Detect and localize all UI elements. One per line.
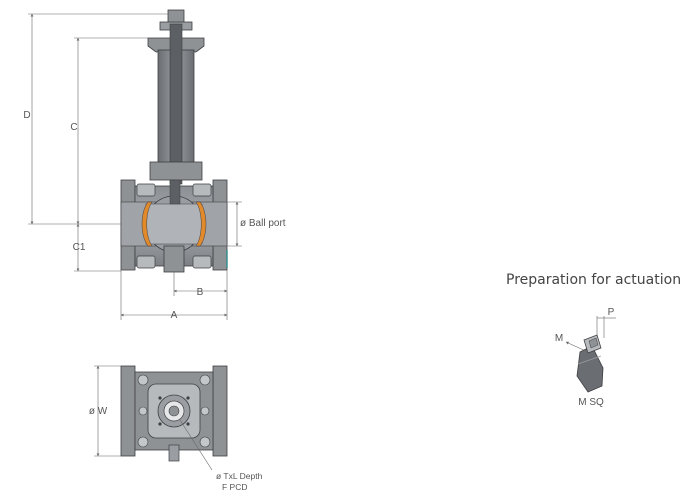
plan-view-dimensions <box>94 365 213 471</box>
seat-right <box>195 201 207 247</box>
plan-left-flange <box>120 365 136 457</box>
actuation-stem <box>576 345 604 393</box>
bottom-plan-view <box>120 365 228 462</box>
stem-lower <box>169 179 181 205</box>
ball-port <box>145 203 203 245</box>
plan-stem-inner <box>168 405 180 417</box>
label-msq: M SQ <box>578 397 604 408</box>
label-m: M <box>555 333 563 344</box>
label-w: ø W <box>89 406 108 417</box>
bolt-nut <box>136 255 156 269</box>
trunnion <box>163 245 185 273</box>
label-c: C <box>70 122 77 133</box>
seat-left <box>141 201 153 247</box>
plan-bolt <box>137 436 149 448</box>
actuation-dimensions <box>565 316 616 353</box>
label-depth-note: ø TxL Depth <box>216 471 263 481</box>
label-d: D <box>23 110 30 121</box>
side-section-view <box>120 9 228 273</box>
plan-right-flange <box>212 365 228 457</box>
plan-bolt <box>199 374 211 386</box>
label-p: P <box>608 307 615 318</box>
plan-bolt <box>200 406 210 416</box>
label-c1: C1 <box>73 242 86 253</box>
bolt-nut <box>192 183 212 197</box>
actuation-stem-detail <box>576 334 604 393</box>
plan-bolt <box>137 374 149 386</box>
bolt-nut <box>136 183 156 197</box>
bonnet-neck <box>149 161 203 181</box>
side-view-dimensions <box>28 13 242 320</box>
label-b: B <box>197 287 204 298</box>
dim-line-m <box>565 341 589 353</box>
plan-bolt <box>199 436 211 448</box>
bolt-nut <box>192 255 212 269</box>
leader-depth-note <box>179 419 213 471</box>
label-a: A <box>171 310 178 321</box>
stem <box>169 23 183 185</box>
label-pcd-note: F PCD <box>222 482 248 492</box>
plan-bolt <box>138 406 148 416</box>
plan-drain-plug <box>168 444 180 462</box>
actuation-title: Preparation for actuation <box>506 272 681 288</box>
label-ball-port: ø Ball port <box>240 218 286 229</box>
